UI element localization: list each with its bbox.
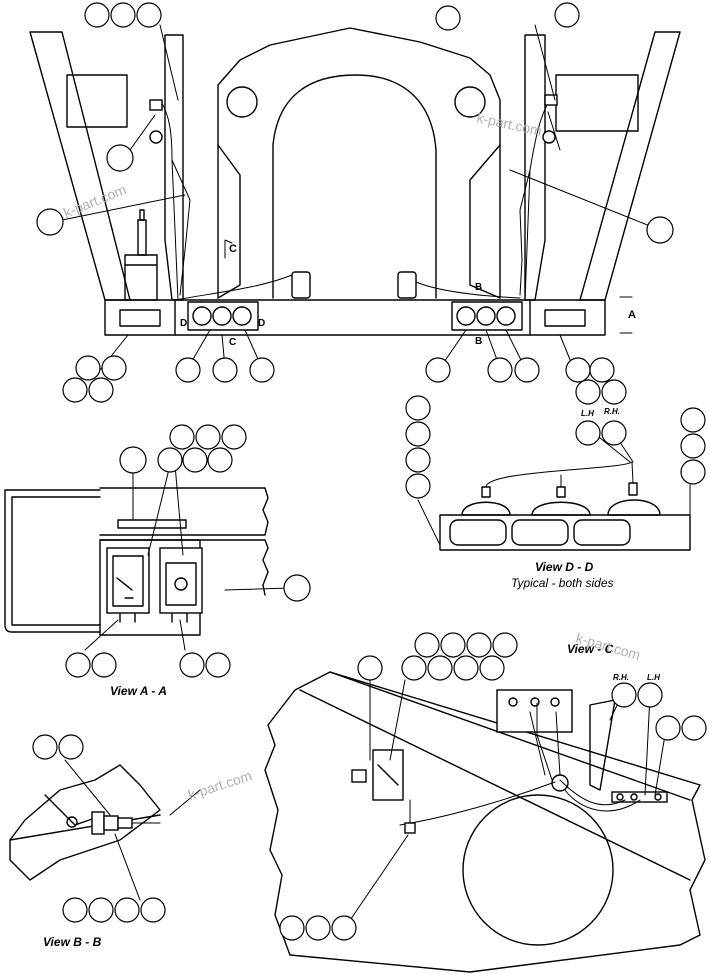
section-d-left: D [180,318,187,329]
view-a-a: View A - A [4,424,311,698]
view-a-a-label: View A - A [110,684,167,698]
section-b-top: B [475,282,482,293]
switch-left [106,547,150,614]
arch-inner [272,74,437,299]
view-b-b: View B - B [9,734,201,949]
right-frame-outer [579,31,681,301]
left-tank [124,254,158,301]
cross-beam [104,299,606,336]
switch-right [159,547,203,614]
main-frame-view: C D D C B B A [29,2,681,405]
junction-box [496,689,573,733]
right-light-group [451,301,523,331]
lh-label: L.H [581,409,594,418]
arch-leg-left [217,144,241,299]
arch-leg-right [469,144,501,299]
view-c-label: View - C [567,642,614,656]
left-harness [159,99,191,301]
lh-label-c: L.H [647,673,660,682]
view-d-d-label: View D - D [535,560,594,574]
left-box [66,74,128,128]
rh-label-c: R.H. [613,673,629,682]
watermark-2: k-part.com [475,109,543,138]
section-c-bottom: C [229,337,236,348]
section-c-top: C [229,243,237,255]
rh-label: R.H. [604,407,620,416]
arch-hole-left [226,86,258,118]
watermark-3: k-part.com [186,767,254,803]
arch-outer [217,27,501,299]
view-d-d-subtitle: Typical - both sides [511,576,614,590]
cylinder-drum [462,794,614,946]
right-box [555,74,639,132]
view-d-d: L.H R.H. View D - D Typical - both sides [405,395,706,590]
watermark-4: k-part.com [574,630,642,664]
left-light-group [187,301,259,331]
arch-hole-right [454,86,486,118]
right-upright [524,34,546,301]
view-b-b-label: View B - B [43,935,102,949]
section-d-right: D [258,318,265,329]
section-a: A [628,309,636,321]
left-upright [164,34,184,301]
view-c: View - C R.H. L.H [264,632,707,973]
watermark-1: k-part.com [61,181,128,221]
section-b-bottom: B [475,336,482,347]
